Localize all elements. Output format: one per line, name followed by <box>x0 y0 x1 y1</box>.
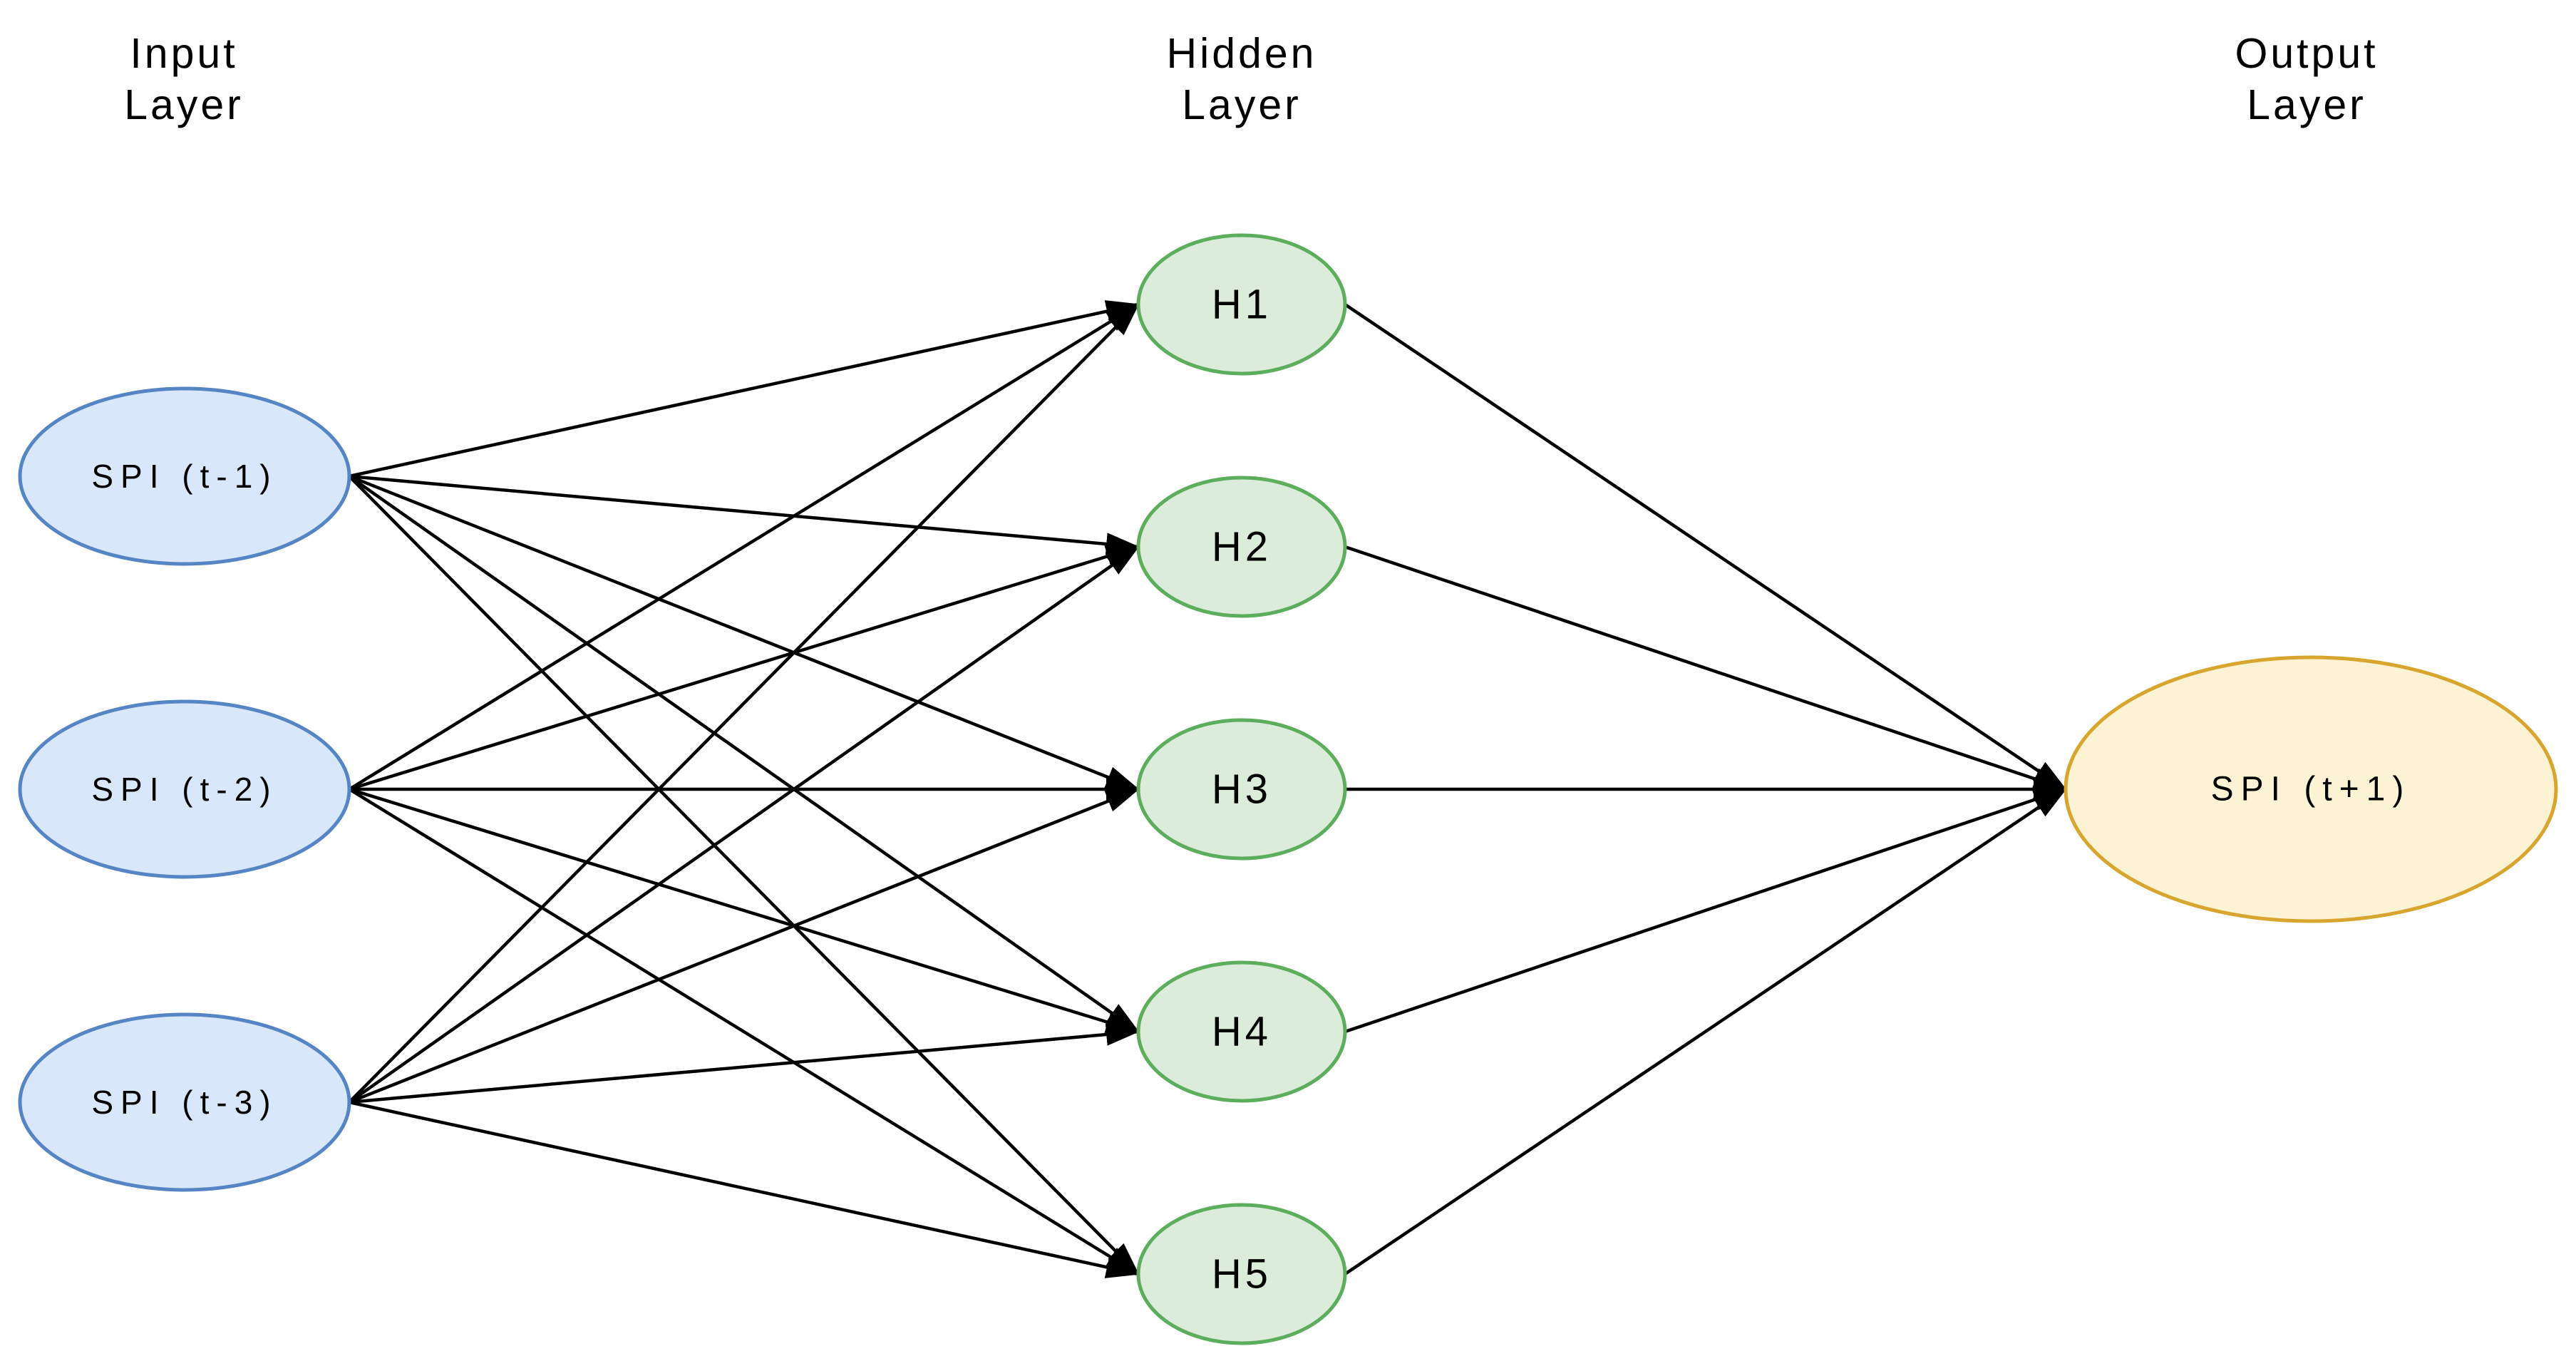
edge-input-1-to-hidden-5 <box>348 475 1140 1275</box>
edge-input-3-to-hidden-5 <box>349 1100 1140 1278</box>
edge-input-1-to-hidden-3 <box>349 474 1140 791</box>
node-label-hidden-4: H4 <box>1212 1009 1272 1055</box>
edge-input-2-to-hidden-5 <box>348 788 1140 1275</box>
edge-input-2-to-hidden-4 <box>349 787 1140 1034</box>
node-label-input-3: SPI (t-3) <box>91 1084 277 1121</box>
node-label-input-2: SPI (t-2) <box>91 771 277 808</box>
edge-input-3-to-hidden-1 <box>348 303 1140 1104</box>
edge-input-1-to-hidden-2 <box>349 474 1140 555</box>
node-output-1 <box>2064 655 2558 923</box>
node-hidden-4 <box>1136 960 1347 1103</box>
node-label-output-1: SPI (t+1) <box>2211 771 2411 808</box>
edge-hidden-5-to-output-1 <box>1344 788 2067 1275</box>
node-label-hidden-2: H2 <box>1212 524 1272 570</box>
edge-hidden-4-to-output-1 <box>1344 787 2068 1034</box>
edge-input-3-to-hidden-3 <box>349 787 1140 1104</box>
edge-hidden-2-to-output-1 <box>1344 545 2068 791</box>
edge-hidden-1-to-output-1 <box>1344 303 2067 791</box>
node-input-2 <box>18 699 351 879</box>
edge-input-3-to-hidden-2 <box>348 545 1140 1104</box>
edge-input-2-to-hidden-1 <box>348 303 1140 791</box>
node-label-hidden-3: H3 <box>1212 766 1272 813</box>
node-label-hidden-1: H1 <box>1212 282 1272 328</box>
edge-input-1-to-hidden-1 <box>349 300 1140 478</box>
node-hidden-2 <box>1136 476 1347 618</box>
node-label-input-1: SPI (t-1) <box>91 458 277 495</box>
edges-layer <box>348 300 2068 1278</box>
node-hidden-5 <box>1136 1203 1347 1345</box>
edge-input-3-to-hidden-4 <box>349 1023 1140 1104</box>
node-input-3 <box>18 1012 351 1192</box>
node-input-1 <box>18 386 351 566</box>
node-hidden-3 <box>1136 718 1347 861</box>
edge-input-1-to-hidden-4 <box>348 475 1140 1033</box>
node-hidden-1 <box>1136 233 1347 376</box>
node-label-hidden-5: H5 <box>1212 1251 1272 1298</box>
edge-input-2-to-hidden-2 <box>349 545 1140 791</box>
